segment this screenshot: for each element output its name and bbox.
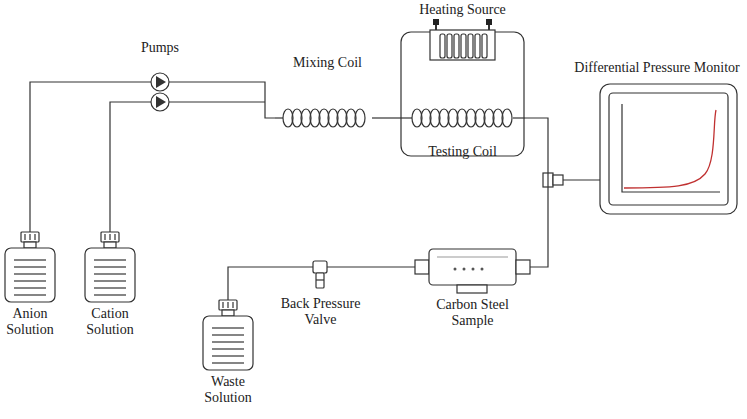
flow-tubing	[327, 266, 415, 267]
anion-bottle: Anion Solution	[2, 232, 58, 342]
flow-tubing	[380, 117, 400, 118]
flow-tubing	[110, 102, 151, 232]
node-label: Waste Solution	[200, 374, 256, 406]
heating-bath-shape	[400, 0, 525, 196]
steel-sample-holder: Carbon Steel Sample	[415, 245, 530, 335]
node-label: Cation Solution	[82, 306, 138, 338]
sensor-cable	[563, 179, 600, 180]
flow-tubing	[169, 82, 275, 118]
waste-bottle: Waste Solution	[200, 300, 256, 410]
node-label: Back Pressure Valve	[273, 296, 368, 328]
flow-tubing	[228, 267, 313, 300]
pressure-monitor: Differential Pressure Monitor	[572, 60, 742, 216]
pressure-monitor-shape	[572, 60, 742, 216]
heating-bath: Heating SourceTesting Coil	[400, 0, 525, 196]
flow-tubing	[30, 82, 151, 232]
cation-bottle: Cation Solution	[82, 232, 138, 342]
node-label: Heating Source	[400, 2, 525, 18]
node-label: Anion Solution	[2, 306, 58, 338]
flow-tubing	[525, 118, 548, 267]
node-label: Differential Pressure Monitor	[572, 60, 742, 76]
pump-pair: Pumps	[130, 40, 190, 114]
back-pressure-valve: Back Pressure Valve	[273, 252, 368, 336]
pressure-sensor	[553, 175, 563, 185]
node-label: Carbon Steel Sample	[423, 297, 523, 329]
node-label: Mixing Coil	[293, 55, 363, 71]
node-sublabel: Testing Coil	[428, 144, 498, 160]
node-label: Pumps	[130, 40, 190, 56]
mixing-coil: Mixing Coil	[275, 55, 380, 131]
